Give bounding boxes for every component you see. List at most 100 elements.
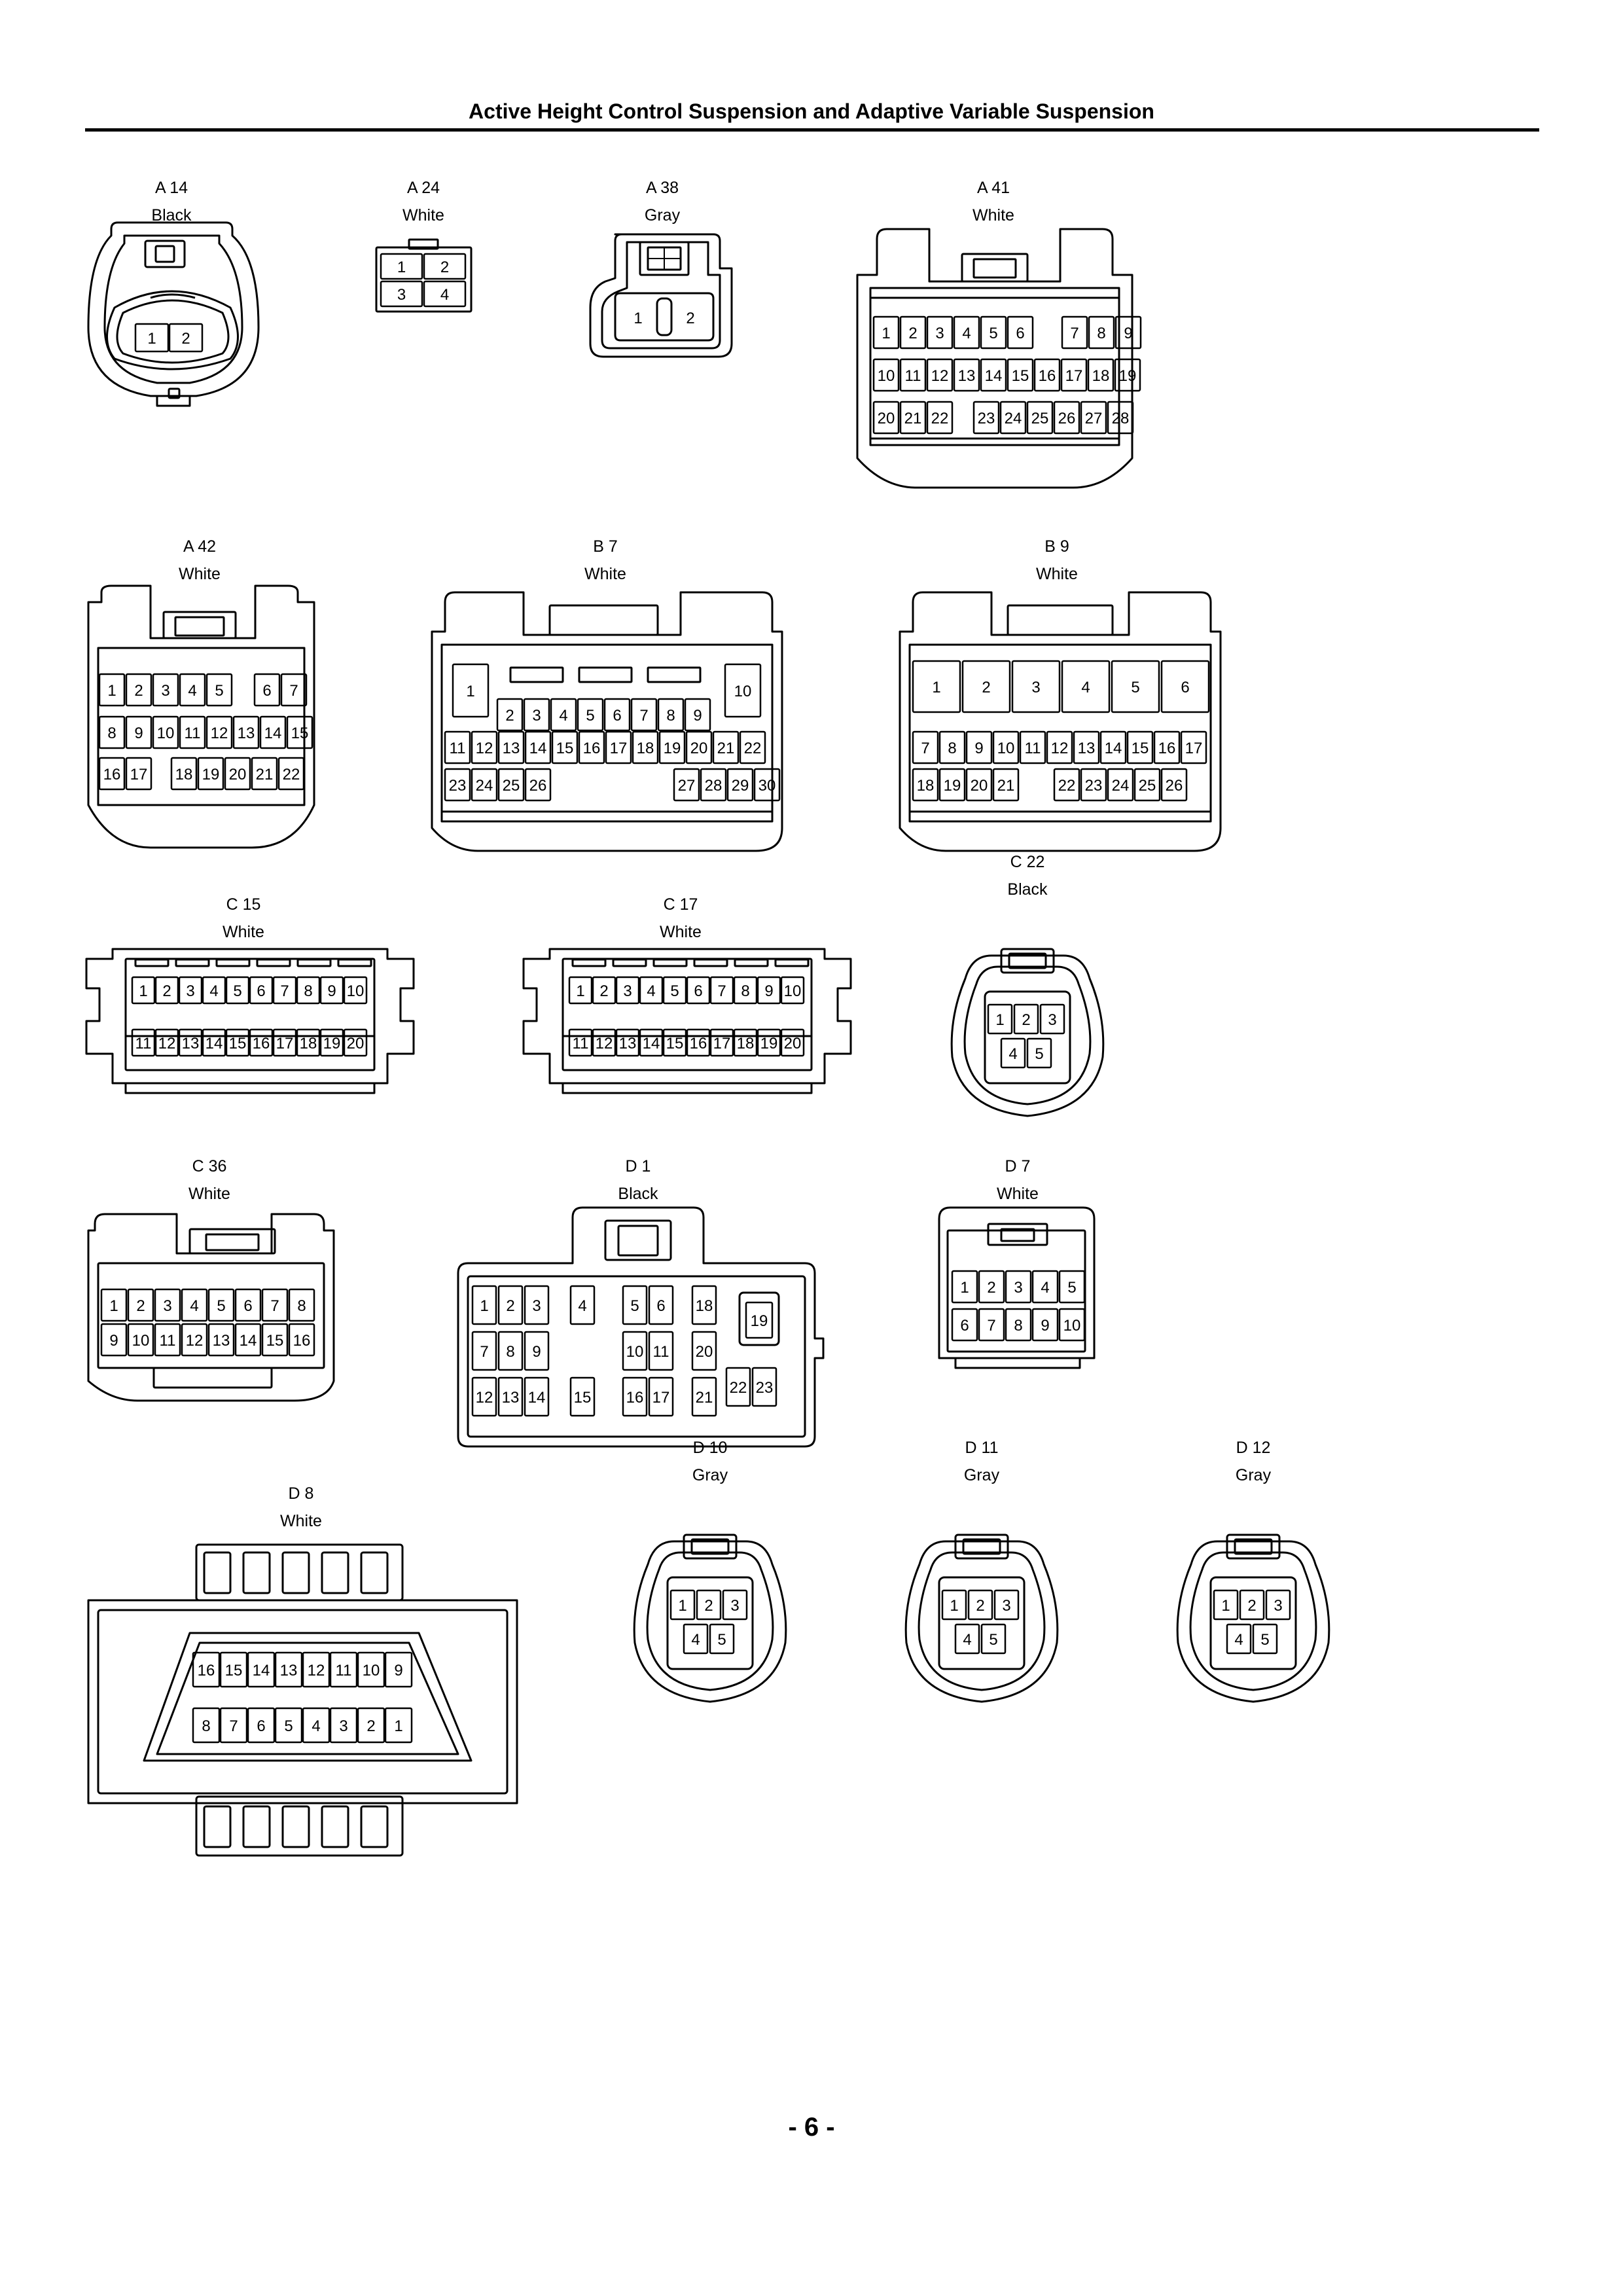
pin-label: 14 (264, 725, 282, 742)
pin-cavity (926, 315, 954, 350)
pin-cavity (669, 1589, 696, 1621)
connector-color: White (179, 565, 221, 583)
pin-cavity (154, 1288, 181, 1322)
pin-cavity (1107, 401, 1134, 435)
pin-cavity (1005, 1270, 1032, 1304)
pin-label: 16 (1039, 367, 1056, 385)
pin-cavity (926, 358, 954, 392)
pin-cavity (127, 1323, 154, 1357)
connector-color: White (660, 923, 702, 941)
pin-label: 19 (664, 740, 681, 757)
pin-cavity (980, 315, 1007, 350)
pin-label: 9 (327, 982, 336, 1000)
pin-label: 4 (578, 1297, 586, 1315)
pin-cavity (247, 1707, 276, 1744)
pin-cavity (1046, 730, 1073, 764)
pin-cavity (577, 698, 604, 732)
pin-label: 2 (1022, 1011, 1030, 1029)
pin-cavity (684, 698, 711, 732)
connector-color: Black (151, 206, 192, 224)
pin-label: 20 (696, 1343, 713, 1361)
pin-cavity (423, 280, 467, 308)
pin-label: 20 (690, 740, 708, 757)
pin-cavity (253, 673, 281, 707)
pin-cavity (249, 1028, 274, 1057)
connector-code: D 1 (626, 1157, 651, 1175)
pin-label: 3 (1002, 1597, 1010, 1615)
pin-cavity (578, 730, 605, 764)
pin-cavity (1053, 768, 1080, 802)
pin-cavity (662, 1028, 687, 1057)
pin-label: 13 (502, 1389, 520, 1407)
pin-cavity (192, 1707, 221, 1744)
pin-cavity (207, 1288, 235, 1322)
pin-cavity (286, 715, 313, 749)
pin-label: 15 (225, 1662, 243, 1679)
pin-cavity (1080, 401, 1107, 435)
pin-cavity (471, 730, 498, 764)
pin-cavity (343, 976, 368, 1005)
pin-label: 7 (270, 1297, 279, 1315)
pin-label: 5 (989, 325, 997, 342)
pin-label: 5 (1067, 1279, 1076, 1297)
pin-cavity (696, 1589, 722, 1621)
pin-label: 3 (161, 682, 169, 700)
pin-cavity (686, 1028, 711, 1057)
pin-cavity (1080, 768, 1107, 802)
pin-cavity (219, 1651, 248, 1688)
pin-label: 12 (308, 1662, 325, 1679)
pin-label: 10 (347, 982, 365, 1000)
pin-cavity (1088, 315, 1115, 350)
pin-label: 17 (652, 1389, 670, 1407)
pin-label: 20 (229, 766, 247, 783)
pin-label: 1 (139, 982, 147, 1000)
pin-label: 2 (686, 310, 694, 327)
pin-cavity (622, 1285, 648, 1325)
pin-cavity (753, 768, 781, 802)
pin-label: 16 (583, 740, 601, 757)
connector-color: White (223, 923, 264, 941)
pin-label: 15 (291, 725, 309, 742)
pin-cavity (938, 768, 966, 802)
pin-cavity (992, 768, 1020, 802)
pin-cavity (691, 1285, 717, 1325)
pin-cavity (899, 315, 927, 350)
pin-cavity (127, 1288, 154, 1322)
pin-label: 9 (134, 725, 143, 742)
pin-cavity (972, 401, 1000, 435)
pin-cavity (192, 1651, 221, 1688)
pin-label: 10 (626, 1343, 644, 1361)
pin-cavity (98, 757, 126, 791)
pin-label: 11 (135, 1035, 152, 1052)
pin-cavity (1013, 1003, 1039, 1035)
pin-label: 22 (744, 740, 762, 757)
pin-cavity (951, 1308, 978, 1342)
connector-code: A 42 (183, 537, 216, 556)
pin-cavity (725, 1367, 751, 1407)
pin-label: 7 (987, 1317, 995, 1335)
pin-label: 2 (506, 1297, 514, 1315)
pin-label: 9 (974, 740, 983, 757)
pin-cavity (134, 323, 169, 353)
pin-label: 10 (1063, 1317, 1081, 1335)
pin-cavity (1265, 1589, 1291, 1621)
pin-label: 4 (1041, 1279, 1049, 1297)
pin-label: 17 (130, 766, 148, 783)
pin-cavity (1053, 401, 1080, 435)
pin-label: 4 (190, 1297, 198, 1315)
pin-label: 16 (1158, 740, 1176, 757)
connector-code: D 7 (1005, 1157, 1031, 1175)
pin-cavity (496, 698, 524, 732)
pin-label: 7 (289, 682, 298, 700)
pin-label: 2 (136, 1297, 145, 1315)
pin-label: 4 (647, 982, 655, 1000)
pin-label: 9 (109, 1332, 118, 1350)
pin-label: 6 (257, 1717, 265, 1735)
pin-label: 1 (882, 325, 890, 342)
pin-label: 8 (666, 707, 675, 725)
connector-color: White (997, 1185, 1039, 1203)
pin-label: 9 (1041, 1317, 1049, 1335)
pin-cavity (444, 730, 471, 764)
